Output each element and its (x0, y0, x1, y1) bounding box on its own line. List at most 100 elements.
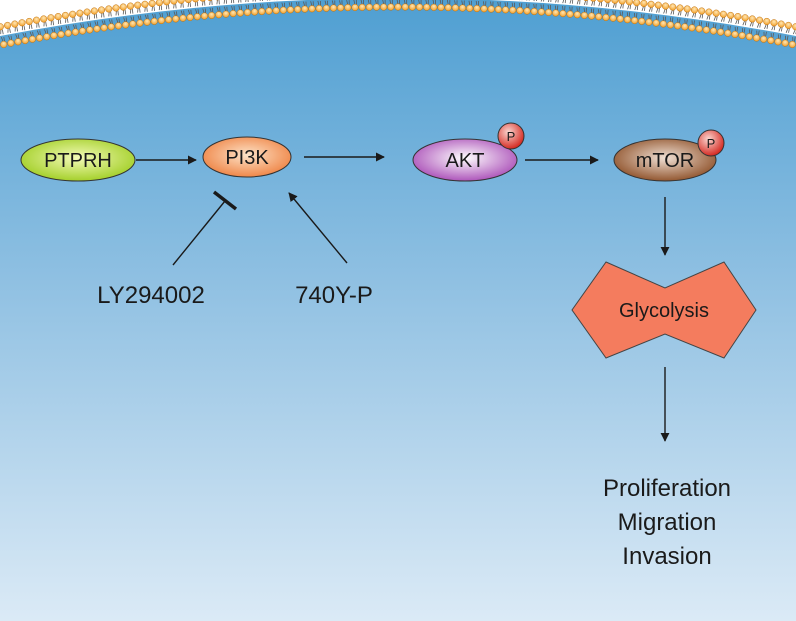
lipid-head (602, 13, 610, 21)
lipid-head (595, 13, 603, 21)
ptprh-label: PTPRH (44, 150, 112, 172)
lipid-head (40, 15, 48, 23)
lipid-head (690, 6, 699, 14)
lipid-tail (130, 9, 135, 22)
mtor-label: mTOR (636, 150, 695, 172)
lipid-head (688, 24, 696, 32)
lipid-head (770, 19, 778, 27)
lipid-tail (166, 4, 171, 17)
lipid-tail (605, 2, 610, 15)
lipid-head (647, 0, 655, 8)
lipid-tail (158, 5, 163, 18)
lipid-tail (79, 16, 84, 29)
lipid-tail (36, 23, 41, 36)
lipid-head (380, 3, 388, 11)
lipid-head (727, 11, 735, 19)
lipid-head (114, 22, 122, 30)
pi3k-node (202, 136, 292, 178)
lipid-head (698, 7, 706, 15)
lipid-head (14, 38, 22, 46)
lipid-head (712, 9, 720, 17)
lipid-head (129, 20, 137, 28)
lipid-head (35, 34, 44, 42)
lipid-head (709, 27, 717, 35)
outcome-invasion: Invasion (622, 543, 711, 570)
lipid-head (623, 16, 631, 24)
lipid-head (724, 29, 732, 37)
lipid-tail (734, 19, 740, 32)
lipid-head (638, 17, 646, 25)
lipid-head (674, 22, 682, 30)
lipid-head (25, 17, 33, 26)
lipid-head (32, 16, 41, 24)
inhibitor-label: LY294002 (97, 282, 205, 309)
lipid-head (451, 4, 459, 12)
lipid-head (107, 23, 115, 31)
lipid-head (530, 7, 538, 16)
lipid-tail (7, 28, 13, 41)
lipid-head (509, 6, 517, 14)
lipid-head (184, 0, 192, 4)
lipid-tail (634, 5, 639, 18)
lipid-head (172, 15, 180, 23)
lipid-head (415, 3, 424, 11)
lipid-head (611, 0, 619, 4)
lipid-head (494, 5, 502, 13)
lipid-head (165, 16, 173, 24)
lipid-head (0, 23, 4, 31)
lipid-tail (21, 25, 27, 38)
lipid-head (755, 16, 764, 24)
lipid-tail (209, 0, 214, 13)
lipid-tail (741, 20, 747, 33)
lipid-head (170, 0, 178, 5)
lipid-head (458, 4, 467, 12)
lipid-head (763, 17, 771, 26)
lipid-head (767, 36, 775, 45)
lipid-tail (720, 17, 725, 30)
lipid-tail (57, 19, 63, 32)
lipid-tail (65, 18, 70, 31)
lipid-head (590, 0, 597, 2)
lipid-head (54, 13, 62, 21)
akt-label: AKT (446, 150, 485, 172)
lipid-tail (554, 0, 559, 11)
lipid-tail (0, 29, 6, 42)
lipid-head (141, 0, 149, 8)
lipid-tail (216, 0, 221, 12)
mtor-node (613, 138, 717, 182)
lipid-head (604, 0, 612, 4)
lipid-head (717, 28, 725, 36)
lipid-head (315, 4, 323, 13)
inhibition-line (172, 200, 226, 266)
lipid-tail (698, 13, 704, 26)
outcome-migration: Migration (618, 509, 717, 536)
lipid-tail (108, 11, 113, 24)
lipid-head (112, 4, 120, 12)
lipid-head (90, 7, 98, 15)
lipid-head (788, 40, 796, 49)
lipid-head (200, 12, 208, 20)
lipid-tail (619, 3, 624, 16)
lipid-head (344, 4, 352, 12)
lipid-head (580, 11, 588, 19)
lipid-tail (29, 24, 34, 37)
lipid-head (163, 0, 171, 6)
lipid-head (186, 13, 194, 21)
lipid-tail (576, 0, 581, 12)
lipid-tail (598, 1, 603, 14)
lipid-head (358, 3, 366, 11)
lipid-head (616, 15, 624, 23)
lipid-tail (115, 10, 120, 23)
lipid-head (301, 5, 309, 13)
lipid-head (192, 0, 199, 3)
lipid-head (265, 7, 273, 15)
lipid-head (272, 7, 280, 15)
lipid-tail (670, 9, 675, 22)
lipid-head (719, 10, 727, 18)
lipid-tail (655, 8, 660, 21)
lipid-head (633, 0, 641, 7)
lipid-head (222, 10, 230, 18)
lipid-head (64, 29, 72, 37)
activator-label: 740Y-P (295, 282, 373, 309)
